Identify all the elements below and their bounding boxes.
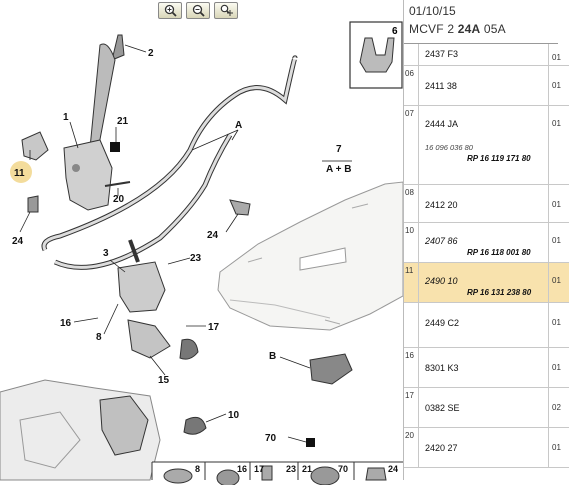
- table-row[interactable]: 08 2412 20 01: [404, 184, 569, 222]
- part-reference: 0382 SE: [425, 403, 548, 413]
- part-quantity: 01: [549, 302, 569, 347]
- thumb-label-21: 21: [302, 464, 312, 474]
- callout-1: 1: [63, 112, 69, 123]
- part-quantity: 01: [549, 347, 569, 387]
- part-quantity: 01: [549, 44, 569, 65]
- diagram-index: 06: [404, 65, 419, 105]
- part-reference: 2420 27: [425, 443, 548, 453]
- thumb-label-17: 17: [254, 464, 264, 474]
- table-row[interactable]: 06 2411 38 01: [404, 65, 569, 105]
- part-sub-reference: 16 096 036 80: [425, 143, 548, 152]
- table-row[interactable]: 07 2444 JA 16 096 036 80 RP 16 119 171 8…: [404, 105, 569, 184]
- table-row[interactable]: 2449 C2 01: [404, 302, 569, 347]
- callout-2: 2: [148, 48, 154, 59]
- part-reference: 2412 20: [425, 200, 548, 210]
- part-replacement: RP 16 131 238 80: [425, 288, 548, 297]
- diagram-index: 11: [404, 262, 419, 302]
- pan-zoom-icon: [220, 4, 233, 17]
- model-code: MCVF 2 24A 05A: [409, 22, 558, 36]
- diagram-index: 08: [404, 184, 419, 222]
- part-reference: 8301 K3: [425, 363, 548, 373]
- thumb-label-24: 24: [388, 464, 398, 474]
- part-reference: 2490 10: [425, 276, 548, 286]
- zoom-in-icon: [164, 4, 177, 17]
- catalog-date: 01/10/15: [409, 4, 558, 18]
- diagram-index: 07: [404, 105, 419, 184]
- callout-15: 15: [158, 375, 170, 386]
- callout-23: 23: [190, 253, 202, 264]
- part-quantity: 01: [549, 65, 569, 105]
- callout-a: A: [235, 120, 242, 131]
- part-reference: 2444 JA: [425, 119, 548, 129]
- part-quantity: 02: [549, 387, 569, 427]
- callout-a-plus-b: A + B: [326, 164, 351, 175]
- callout-3: 3: [103, 248, 109, 259]
- callout-70: 70: [265, 433, 277, 444]
- parts-list-panel: 01/10/15 MCVF 2 24A 05A 2437 F3 01 06 24…: [403, 0, 558, 480]
- exploded-view-drawing: 2 1 21 A 20 7 A + B 24 24 3 23 16 8 17 1…: [0, 0, 403, 480]
- thumb-label-16: 16: [237, 464, 247, 474]
- callout-24-mid: 24: [207, 230, 219, 241]
- thumb-label-70: 70: [338, 464, 348, 474]
- diagram-index: 17: [404, 387, 419, 427]
- callout-7: 7: [336, 144, 342, 155]
- callout-24-left: 24: [12, 236, 24, 247]
- zoom-in-button[interactable]: [158, 2, 182, 19]
- table-row-selected[interactable]: 11 2490 10 RP 16 131 238 80 01: [404, 262, 569, 302]
- part-reference: 2449 C2: [425, 318, 548, 328]
- table-row[interactable]: 17 0382 SE 02: [404, 387, 569, 427]
- part-quantity: 01: [549, 427, 569, 467]
- table-row[interactable]: 2437 F3 01: [404, 44, 569, 65]
- part-quantity: 01: [549, 184, 569, 222]
- part-replacement: RP 16 118 001 80: [425, 248, 548, 257]
- parts-thumbnails: 8 16 17 23 21 70 24: [152, 462, 403, 485]
- parts-diagram[interactable]: 2 1 21 A 20 7 A + B 24 24 3 23 16 8 17 1…: [0, 0, 403, 480]
- callout-6: 6: [392, 26, 398, 37]
- part-reference: 2411 38: [425, 81, 548, 91]
- callout-b: B: [269, 351, 276, 362]
- callout-8: 8: [96, 332, 102, 343]
- part-reference: 2437 F3: [425, 49, 548, 59]
- callout-10: 10: [228, 410, 240, 421]
- zoom-out-button[interactable]: [186, 2, 210, 19]
- parts-table: 2437 F3 01 06 2411 38 01 07 2444 JA 16 0…: [404, 44, 569, 468]
- diagram-index: 16: [404, 347, 419, 387]
- diagram-index: 20: [404, 427, 419, 467]
- thumb-label-23: 23: [286, 464, 296, 474]
- diagram-index: 10: [404, 222, 419, 262]
- table-row[interactable]: 16 8301 K3 01: [404, 347, 569, 387]
- part-reference: 2407 86: [425, 236, 548, 246]
- thumb-label-8: 8: [195, 464, 200, 474]
- callout-16: 16: [60, 318, 72, 329]
- part-quantity: 01: [549, 222, 569, 262]
- part-replacement: RP 16 119 171 80: [425, 154, 548, 163]
- zoom-out-icon: [192, 4, 205, 17]
- table-row[interactable]: 10 2407 86 RP 16 118 001 80 01: [404, 222, 569, 262]
- zoom-pan-button[interactable]: [214, 2, 238, 19]
- callout-17: 17: [208, 322, 220, 333]
- panel-header: 01/10/15 MCVF 2 24A 05A: [404, 0, 558, 44]
- part-quantity: 01: [549, 262, 569, 302]
- part-quantity: 01: [549, 105, 569, 184]
- callout-20: 20: [113, 194, 125, 205]
- table-row[interactable]: 20 2420 27 01: [404, 427, 569, 467]
- callout-21: 21: [117, 116, 129, 127]
- callout-11: 11: [14, 168, 25, 179]
- zoom-toolbar: [158, 2, 238, 18]
